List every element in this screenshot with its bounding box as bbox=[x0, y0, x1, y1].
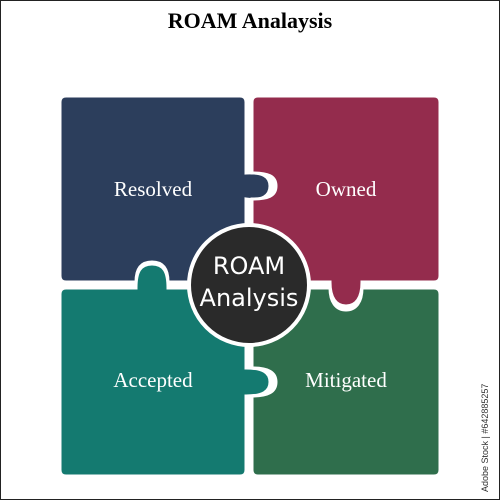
center-line-1: ROAM bbox=[213, 252, 285, 280]
label-owned: Owned bbox=[316, 177, 377, 201]
stock-watermark: Adobe Stock | #642885257 bbox=[480, 383, 490, 492]
piece-mitigated bbox=[250, 286, 442, 478]
center-circle bbox=[187, 223, 311, 347]
label-mitigated: Mitigated bbox=[305, 368, 387, 392]
label-resolved: Resolved bbox=[114, 177, 193, 201]
label-accepted: Accepted bbox=[113, 368, 193, 392]
diagram-title: ROAM Analaysis bbox=[167, 8, 333, 33]
center-line-2: Analysis bbox=[200, 284, 299, 312]
